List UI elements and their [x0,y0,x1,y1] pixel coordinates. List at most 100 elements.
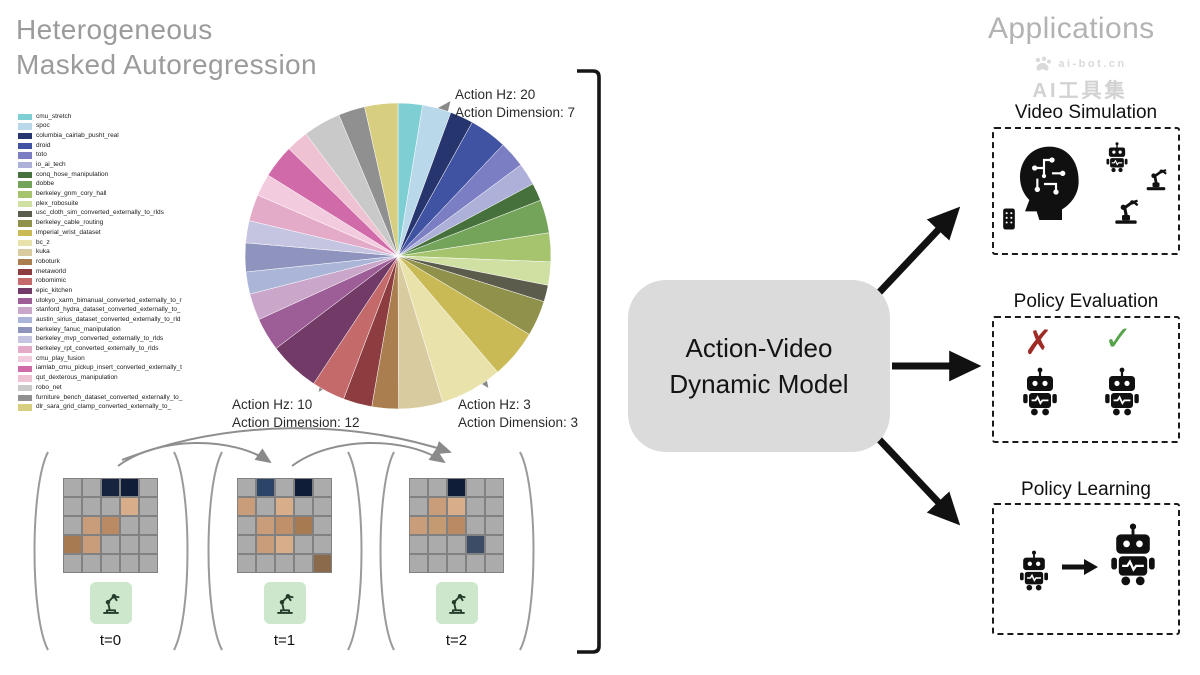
arrow-model-to-video-simulation [871,206,961,301]
legend-swatch [18,133,32,140]
masked-cell [466,497,485,516]
masked-cell [82,497,101,516]
legend-swatch [18,191,32,198]
pie-slice [364,102,399,257]
legend-label: berkeley_rpt_converted_externally_to_rld… [36,345,159,353]
arc-t1-to-t2 [291,442,446,467]
legend-item: bc_z [18,238,182,248]
legend-item: iamlab_cmu_pickup_insert_converted_exter… [18,364,182,374]
legend-swatch [18,375,32,382]
legend-item: usc_cloth_sim_converted_externally_to_rl… [18,209,182,219]
legend-swatch [18,346,32,353]
masked-cell [428,535,447,554]
cross-mark-icon: ✗ [1024,324,1053,362]
masked-cell [120,516,139,535]
legend-swatch [18,171,32,179]
masked-cell [485,478,504,497]
legend-item: berkeley_gnm_cory_hall [18,190,182,200]
policy-evaluation-label: Policy Evaluation [1013,291,1159,312]
legend-item: utokyo_xarm_bimanual_converted_externall… [18,296,182,306]
legend-label: cmu_play_fusion [36,354,85,362]
masked-cell [294,554,313,573]
robot-small-icon [1020,550,1048,591]
legend-label: berkeley_gnm_cory_hall [36,190,107,198]
legend-label: iamlab_cmu_pickup_insert_converted_exter… [36,364,182,372]
policy-learning-box [992,503,1180,635]
ai-head-circuit-icon [1020,146,1079,220]
legend-item: metaworld [18,267,182,277]
image-patch-cell [63,535,82,554]
masked-cell [447,554,466,573]
watermark-brand: ai-bot.cn [1058,58,1127,70]
masked-cell [63,554,82,573]
masked-cell [63,516,82,535]
masked-cell [237,554,256,573]
image-patch-cell [447,478,466,497]
legend-label: conq_hose_manipulation [36,170,109,178]
robot-arm-outline-icon [276,594,294,614]
action-token-box-t1 [263,582,306,624]
legend-label: berkeley_mvp_converted_externally_to_rld… [36,335,164,343]
masked-cell [139,478,158,497]
masked-cell [101,535,120,554]
frame-group-t0: t=0 [63,478,158,649]
legend-item: berkeley_rpt_converted_externally_to_rld… [18,345,182,355]
policy-learning-label: Policy Learning [1021,479,1151,500]
image-patch-cell [428,516,447,535]
masked-cell [63,497,82,516]
legend-swatch [18,229,32,237]
legend-label: qut_dexterous_manipulation [36,374,118,382]
frame-label-t2: t=2 [445,632,468,649]
masked-cell [466,554,485,573]
masked-cell [294,497,313,516]
image-patch-cell [256,535,275,554]
image-patch-cell [466,535,485,554]
legend-swatch [18,200,32,208]
model-box-line2: Dynamic Model [669,369,849,399]
masked-cell [139,497,158,516]
legend-item: roboturk [18,257,182,267]
annotation-hz3-line1: Action Hz: 3 [458,397,531,412]
masked-cell [466,516,485,535]
legend-swatch [18,384,32,392]
pie-chart [244,102,552,410]
masked-cell [447,535,466,554]
legend-swatch [18,181,32,188]
image-patch-cell [120,497,139,516]
legend-label: utokyo_xarm_bimanual_converted_externall… [36,296,182,304]
legend-swatch [18,365,32,372]
masked-cell [139,554,158,573]
legend-item: berkeley_cable_routing [18,219,182,229]
legend-label: dobbe [36,180,55,188]
legend-swatch [18,355,32,363]
masked-cell [485,535,504,554]
annotation-hz3-line2: Action Dimension: 3 [458,415,579,431]
robot-icon [1023,367,1057,416]
legend-label: bc_z [36,238,50,246]
annotation-hz20-line1: Action Hz: 20 [455,87,536,102]
robot-arm-icon [1115,199,1139,224]
legend-label: io_ai_tech [36,161,66,169]
applications-heading: Applications [988,12,1155,45]
masked-cell [120,535,139,554]
image-patch-cell [294,516,313,535]
image-patch-cell [313,554,332,573]
image-patch-cell [409,516,428,535]
action-token-box-t2 [435,582,478,624]
legend-label: spoc [36,122,50,130]
legend-label: roboturk [36,257,60,265]
watermark-name: AI工具集 [1032,80,1128,102]
legend-label: droid [36,141,51,149]
figure-title: Heterogeneous Masked Autoregression [16,12,317,82]
legend-swatch [18,239,32,246]
legend-swatch [18,152,32,159]
legend-label: robo_net [36,383,62,391]
image-patch-cell [428,497,447,516]
masked-cell [409,497,428,516]
masked-cell [313,478,332,497]
legend-label: austin_sirius_dataset_converted_external… [36,316,181,324]
masked-cell [256,497,275,516]
legend-item: dobbe [18,180,182,190]
frame-label-t0: t=0 [99,632,122,649]
